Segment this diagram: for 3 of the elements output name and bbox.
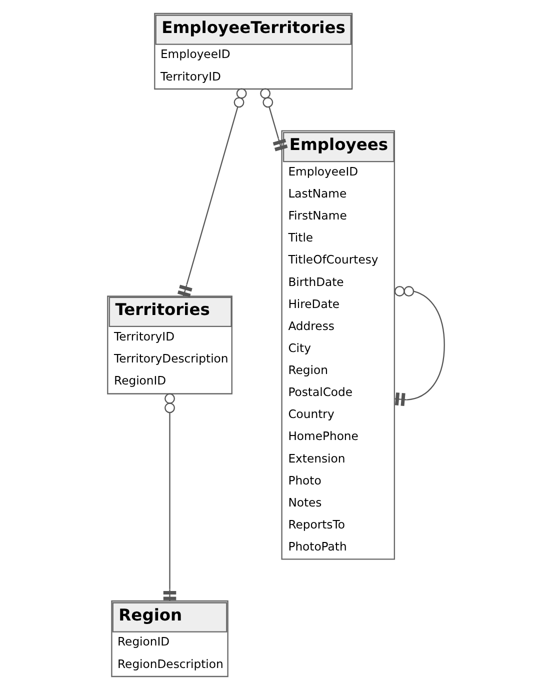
connector <box>178 88 247 298</box>
connector <box>394 286 445 406</box>
connector <box>260 88 288 152</box>
